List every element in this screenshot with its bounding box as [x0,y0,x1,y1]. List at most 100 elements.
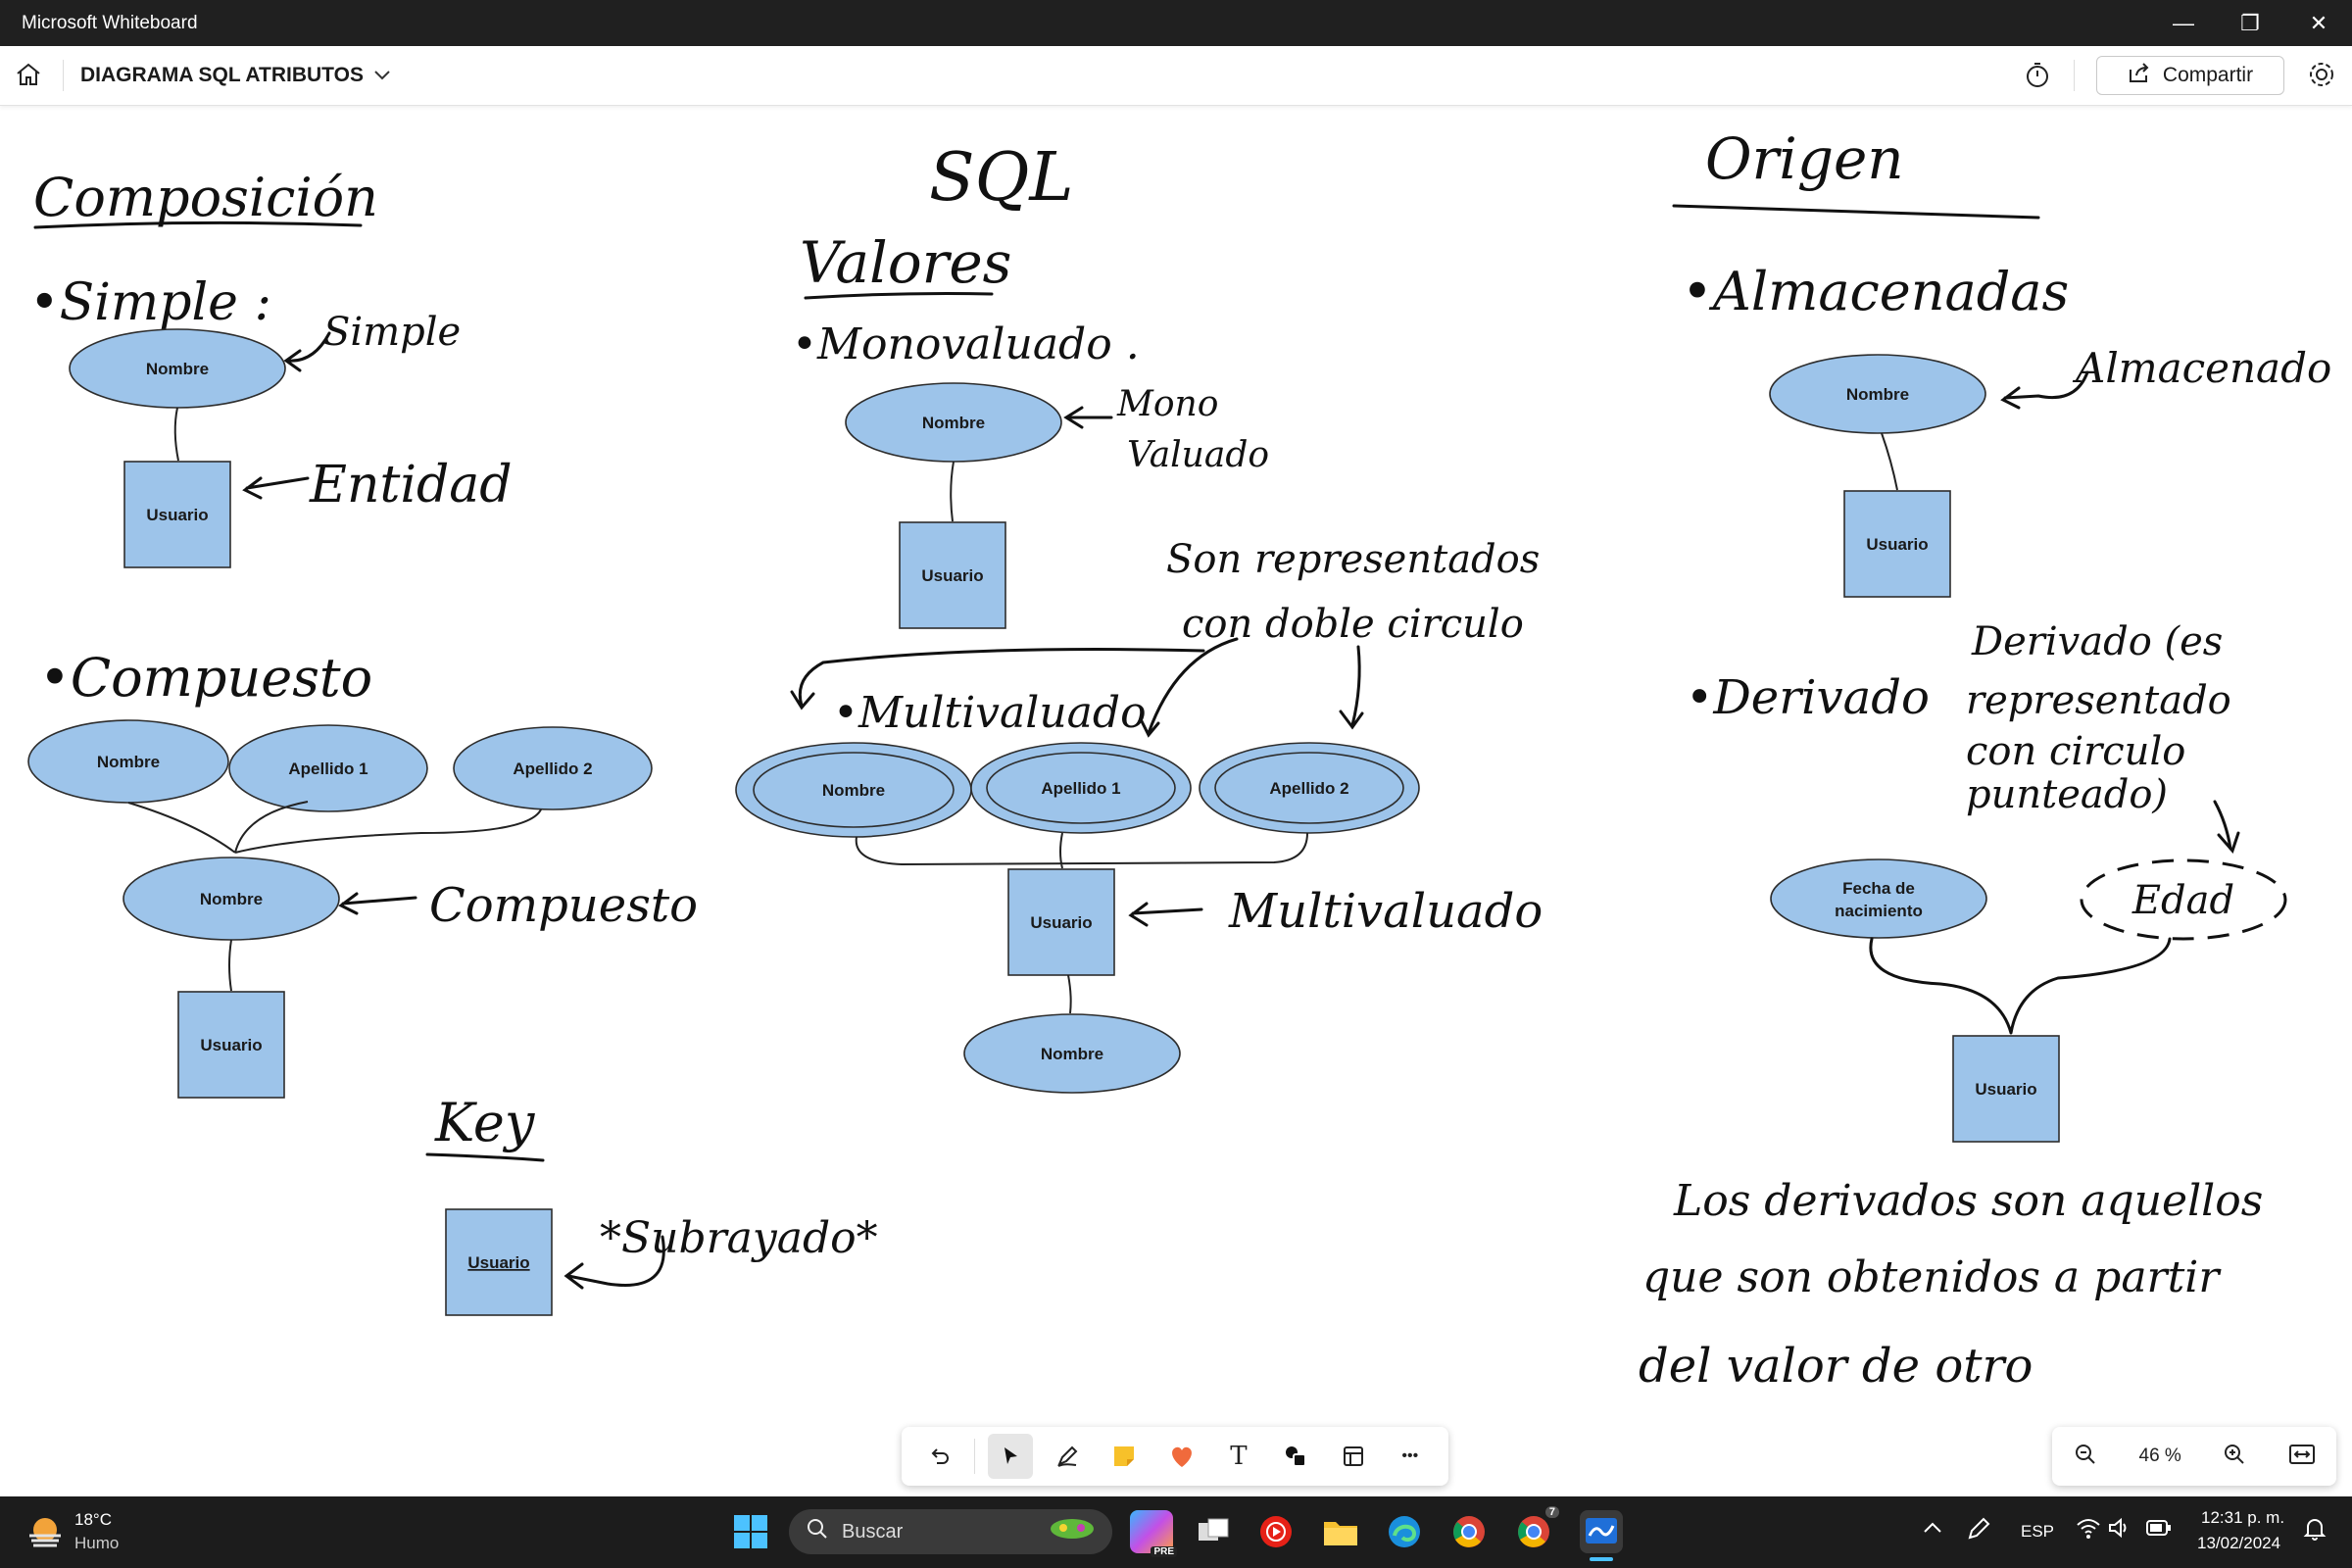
multi-entity-usuario[interactable] [1007,868,1115,976]
toolbar-divider [974,1439,976,1474]
more-icon[interactable]: ••• [1401,1447,1419,1464]
document-title[interactable]: DIAGRAMA SQL ATRIBUTOS [80,64,391,87]
app-bar: DIAGRAMA SQL ATRIBUTOS Compartir [0,46,2352,106]
derivado-attr-edad-label: Edad [2132,878,2234,923]
home-icon[interactable] [14,60,43,94]
almacenadas-bullet-text: •Almacenadas [1682,261,2069,322]
select-icon[interactable] [987,1434,1033,1479]
zoom-out-icon[interactable] [2073,1442,2098,1472]
underline-origen [1672,204,2040,220]
notifications-bell-icon[interactable] [2303,1516,2327,1546]
almacenado-arrow [2000,370,2089,410]
share-icon [2128,62,2151,89]
derivado-note-line3: con circulo [1966,729,2185,774]
derivado-bullet-text: •Derivado [1686,670,1930,725]
windows-start-icon[interactable] [733,1514,768,1554]
taskbar-search[interactable]: Buscar [789,1509,1112,1554]
almacenadas-connector [1881,432,1898,491]
key-entity-usuario[interactable] [445,1208,553,1316]
mono-label-line1: Mono [1116,384,1218,424]
templates-icon[interactable] [1331,1434,1376,1479]
footer-note-line2: que son obtenidos a partir [1642,1252,2222,1302]
windows-taskbar: 18°C Humo Buscar PRE 7 [0,1496,2352,1568]
multivaluado-arrow [1128,902,1203,927]
clock-time[interactable]: 12:31 p. m. [2201,1508,2285,1527]
multi-arrow-right [1339,645,1364,730]
input-language[interactable]: ESP [2021,1522,2055,1541]
whiteboard-canvas[interactable]: .sh { fill:#9dc4ea; stroke:#2d2d2d; stro… [0,106,2352,1495]
minimize-button[interactable]: — [2173,10,2194,35]
title-bar: Microsoft Whiteboard — ❐ ✕ [0,0,2352,46]
zoom-in-icon[interactable] [2222,1442,2247,1472]
undo-icon[interactable] [917,1434,962,1479]
monovaluado-entity-usuario[interactable] [899,521,1006,629]
window-title: Microsoft Whiteboard [22,13,198,33]
zoom-level[interactable]: 46 % [2138,1446,2181,1466]
restore-button[interactable]: ❐ [2240,10,2260,35]
multi-attr-nombre-bottom[interactable] [963,1013,1181,1094]
derivado-attr-fecha[interactable] [1770,858,1987,939]
drawing-toolbar: T ••• [902,1427,1448,1486]
close-button[interactable]: ✕ [2309,10,2328,35]
multi-connectors [855,832,1308,869]
simple-entity-usuario[interactable] [123,461,231,568]
reaction-icon[interactable] [1159,1434,1204,1479]
derivado-attr-fecha-line1: Fecha de [1842,879,1915,898]
heading-valores: Valores [800,229,1011,296]
show-hidden-icons-chevron-icon[interactable] [1923,1520,1942,1539]
compuesto-arrow-label: Compuesto [429,878,698,933]
file-explorer-icon[interactable] [1319,1510,1362,1553]
derivado-attr-edad[interactable] [2080,858,2287,941]
entidad-arrow [242,476,310,500]
whiteboard-app-icon[interactable] [1580,1510,1623,1553]
monovaluado-entity-usuario-label: Usuario [921,566,983,585]
fit-to-screen-icon[interactable] [2288,1443,2316,1471]
simple-connector [173,407,179,462]
settings-gear-icon[interactable] [2307,60,2336,94]
compuesto-entity-usuario[interactable] [177,991,285,1099]
copilot-icon[interactable]: PRE [1130,1510,1177,1557]
son-representados-line2: con doble circulo [1182,602,1524,647]
almacenadas-attr-nombre-label: Nombre [1846,385,1909,404]
son-representados-line1: Son representados [1166,537,1540,582]
sticky-note-icon[interactable] [1102,1434,1147,1479]
timer-icon[interactable] [2023,60,2052,94]
chrome-icon[interactable] [1447,1510,1491,1553]
shapes-icon[interactable] [1273,1434,1318,1479]
heading-key: Key [434,1092,536,1153]
compuesto-bullet-text: •Compuesto [39,647,372,709]
derivado-note-line4: punteado) [1966,772,2168,817]
weather-icon[interactable] [25,1514,65,1554]
zoom-controls: 46 % [2052,1427,2336,1486]
compuesto-attr-apellido1-label: Apellido 1 [288,760,368,778]
chrome-profile-icon[interactable]: 7 [1512,1506,1559,1553]
derivado-note-line1: Derivado (es [1971,619,2223,664]
clock-date[interactable]: 13/02/2024 [2197,1534,2281,1552]
battery-icon[interactable] [2146,1518,2172,1543]
compuesto-entity-usuario-label: Usuario [200,1036,262,1054]
text-tool-icon[interactable]: T [1230,1442,1248,1471]
almacenadas-entity-usuario-label: Usuario [1866,535,1928,554]
search-highlight-icon [1048,1514,1097,1549]
simple-entity-usuario-label: Usuario [146,506,208,524]
volume-icon[interactable] [2107,1516,2131,1544]
pen-icon[interactable] [1045,1434,1090,1479]
share-button[interactable]: Compartir [2096,56,2284,95]
youtube-music-icon[interactable] [1254,1510,1298,1553]
derivado-arrow [2213,800,2240,854]
almacenadas-attr-nombre[interactable] [1769,354,1986,434]
almacenadas-entity-usuario[interactable] [1843,490,1951,598]
compuesto-attr-composite-label: Nombre [200,890,263,908]
pen-menu-icon[interactable] [1966,1516,1991,1546]
simple-attr-nombre-label: Nombre [146,360,209,378]
wifi-icon[interactable] [2076,1516,2101,1544]
copilot-badge: PRE [1151,1546,1177,1557]
derivado-entity-usuario[interactable] [1952,1035,2060,1143]
compuesto-attr-apellido1[interactable] [228,724,428,812]
compuesto-attr-apellido2[interactable] [453,726,653,810]
key-entity-usuario-label: Usuario [467,1253,529,1272]
multi-attr-apellido2-inner [1214,752,1404,824]
task-view-icon[interactable] [1192,1510,1235,1553]
edge-browser-icon[interactable] [1383,1510,1426,1553]
derivado-note-line2: representado [1966,678,2231,723]
